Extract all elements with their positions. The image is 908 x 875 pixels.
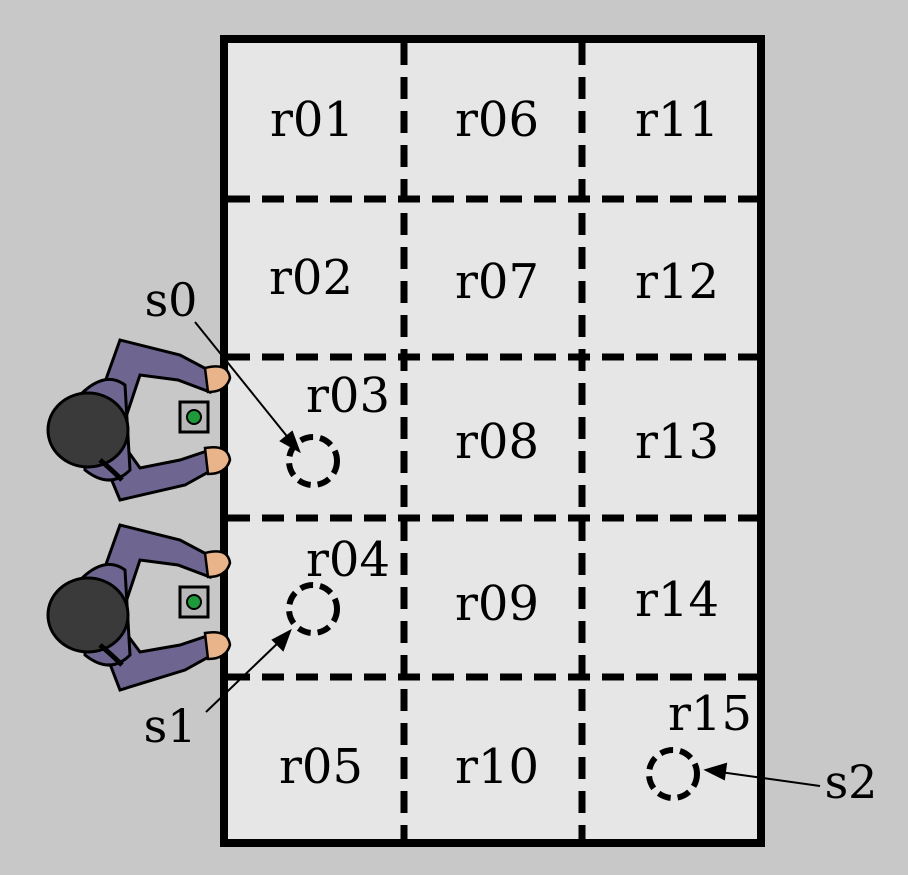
person-ponytail bbox=[98, 458, 124, 482]
spot-circle-s1 bbox=[286, 582, 340, 636]
arrowhead-s0 bbox=[279, 430, 301, 454]
region-label-r15: r15 bbox=[668, 686, 752, 742]
arrowhead-s1 bbox=[271, 628, 292, 652]
region-labels: r01 r02 r03 r04 r05 r06 r07 r08 r09 r10 … bbox=[269, 92, 752, 795]
arrow-s1 bbox=[205, 640, 281, 713]
spot-circle-s0 bbox=[286, 434, 340, 488]
spot-label-s2: s2 bbox=[825, 755, 878, 809]
spot-markers bbox=[286, 434, 700, 801]
person-figure bbox=[46, 338, 232, 502]
region-label-r05: r05 bbox=[279, 739, 363, 795]
button-box bbox=[178, 585, 210, 619]
spot-circle-s2 bbox=[646, 747, 700, 801]
hand-lower bbox=[203, 446, 232, 476]
region-label-r14: r14 bbox=[635, 572, 719, 628]
region-label-r06: r06 bbox=[455, 92, 539, 148]
arrow-s2 bbox=[719, 771, 821, 787]
arrowhead-s2 bbox=[703, 762, 728, 781]
spot-label-s1: s1 bbox=[144, 699, 197, 753]
table-surface bbox=[220, 35, 765, 847]
region-label-r11: r11 bbox=[635, 92, 719, 148]
hand-upper bbox=[203, 365, 232, 394]
person-figure bbox=[46, 523, 232, 692]
green-button-icon bbox=[186, 594, 202, 610]
region-label-r12: r12 bbox=[635, 254, 719, 310]
person-head bbox=[46, 576, 130, 654]
green-button-icon bbox=[186, 409, 202, 425]
region-label-r08: r08 bbox=[455, 414, 539, 470]
spot-label-s0: s0 bbox=[145, 273, 198, 327]
region-label-r04: r04 bbox=[306, 532, 390, 588]
arrow-s0 bbox=[194, 321, 291, 441]
region-label-r01: r01 bbox=[270, 92, 354, 148]
person-head bbox=[46, 391, 130, 469]
region-label-r07: r07 bbox=[455, 254, 539, 310]
region-label-r13: r13 bbox=[635, 414, 719, 470]
spot-arrows bbox=[194, 321, 821, 787]
person-ponytail bbox=[98, 643, 124, 667]
hand-upper bbox=[203, 550, 232, 579]
region-label-r02: r02 bbox=[269, 250, 353, 306]
region-grid bbox=[228, 43, 757, 839]
hand-lower bbox=[203, 631, 232, 661]
region-label-r09: r09 bbox=[455, 576, 539, 632]
region-label-r03: r03 bbox=[306, 368, 390, 424]
region-label-r10: r10 bbox=[455, 739, 539, 795]
